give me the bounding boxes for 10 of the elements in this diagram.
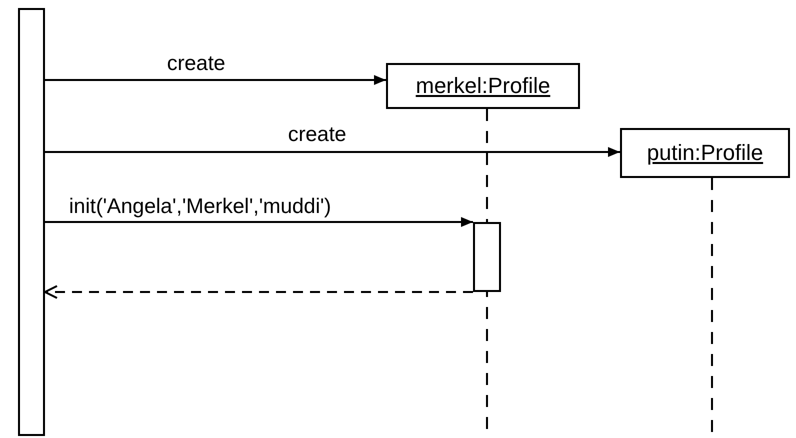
arrow bbox=[45, 147, 620, 157]
object-box bbox=[386, 63, 580, 109]
arrow bbox=[45, 75, 386, 85]
activation-bar bbox=[473, 222, 501, 292]
arrow bbox=[45, 217, 473, 227]
object-name: putin:Profile bbox=[646, 140, 764, 166]
object-box bbox=[620, 128, 790, 178]
activation-bar bbox=[18, 8, 45, 436]
arrow bbox=[44, 285, 473, 299]
object-name: merkel:Profile bbox=[416, 73, 550, 99]
